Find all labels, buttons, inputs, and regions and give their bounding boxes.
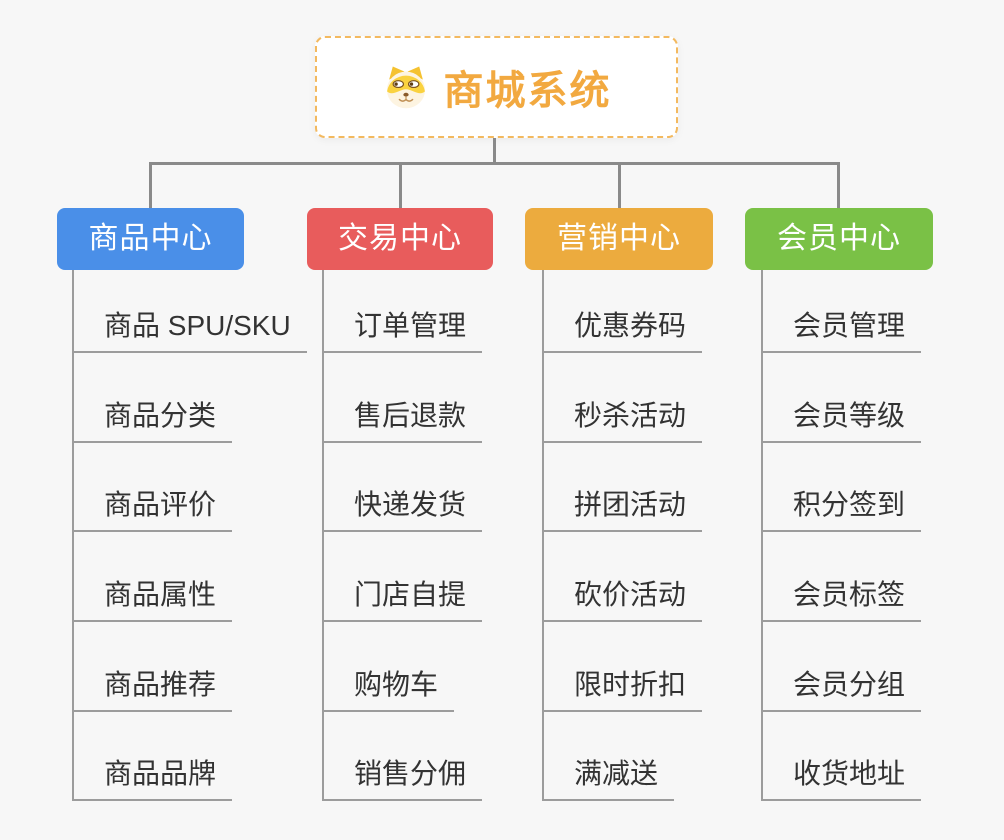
leaf-node-product-category[interactable]: 商品分类 (72, 399, 233, 443)
branch-node-product-center[interactable]: 商品中心 (57, 208, 244, 270)
leaf-node-group-buy[interactable]: 拼团活动 (542, 488, 703, 532)
leaf-node-member-manage[interactable]: 会员管理 (761, 309, 922, 353)
leaf-node-limited-discount[interactable]: 限时折扣 (542, 668, 703, 712)
leaf-node-order-manage[interactable]: 订单管理 (322, 309, 483, 353)
root-title: 商城系统 (443, 69, 612, 113)
connector-drop-member (837, 162, 840, 208)
leaf-node-product-brand[interactable]: 商品品牌 (72, 757, 233, 801)
leaf-node-product-recommend[interactable]: 商品推荐 (72, 668, 233, 712)
leaf-node-product-review[interactable]: 商品评价 (72, 488, 233, 532)
connector-horizontal-bus (149, 162, 840, 165)
leaf-node-store-pickup[interactable]: 门店自提 (322, 578, 483, 622)
leaf-node-coupon-code[interactable]: 优惠券码 (542, 309, 703, 353)
root-node-mall-system[interactable]: 商城系统 (315, 36, 678, 138)
connector-drop-trade (399, 162, 402, 208)
trunk-line-trade (322, 270, 324, 801)
branch-node-member-center[interactable]: 会员中心 (745, 208, 933, 270)
leaf-node-product-attr[interactable]: 商品属性 (72, 578, 233, 622)
leaf-node-bargain[interactable]: 砍价活动 (542, 578, 703, 622)
trunk-line-product (72, 270, 74, 801)
leaf-node-member-tag[interactable]: 会员标签 (761, 578, 922, 622)
leaf-node-member-level[interactable]: 会员等级 (761, 399, 922, 443)
branch-node-trade-center[interactable]: 交易中心 (307, 208, 493, 270)
doge-face-icon (386, 66, 425, 109)
leaf-node-shipping-address[interactable]: 收货地址 (761, 757, 922, 801)
leaf-node-full-reduction[interactable]: 满减送 (542, 757, 675, 801)
leaf-node-sales-commission[interactable]: 销售分佣 (322, 757, 483, 801)
connector-drop-product (149, 162, 152, 208)
trunk-line-member (761, 270, 763, 801)
leaf-node-member-group[interactable]: 会员分组 (761, 668, 922, 712)
branch-node-marketing-center[interactable]: 营销中心 (525, 208, 713, 270)
leaf-node-points-checkin[interactable]: 积分签到 (761, 488, 922, 532)
trunk-line-marketing (542, 270, 544, 801)
leaf-node-after-sale[interactable]: 售后退款 (322, 399, 483, 443)
leaf-node-express-ship[interactable]: 快递发货 (322, 488, 483, 532)
leaf-node-product-spu-sku[interactable]: 商品 SPU/SKU (72, 309, 307, 353)
leaf-node-shopping-cart[interactable]: 购物车 (322, 668, 455, 712)
leaf-node-flash-sale[interactable]: 秒杀活动 (542, 399, 703, 443)
connector-drop-marketing (618, 162, 621, 208)
connector-root-stub (493, 138, 496, 164)
